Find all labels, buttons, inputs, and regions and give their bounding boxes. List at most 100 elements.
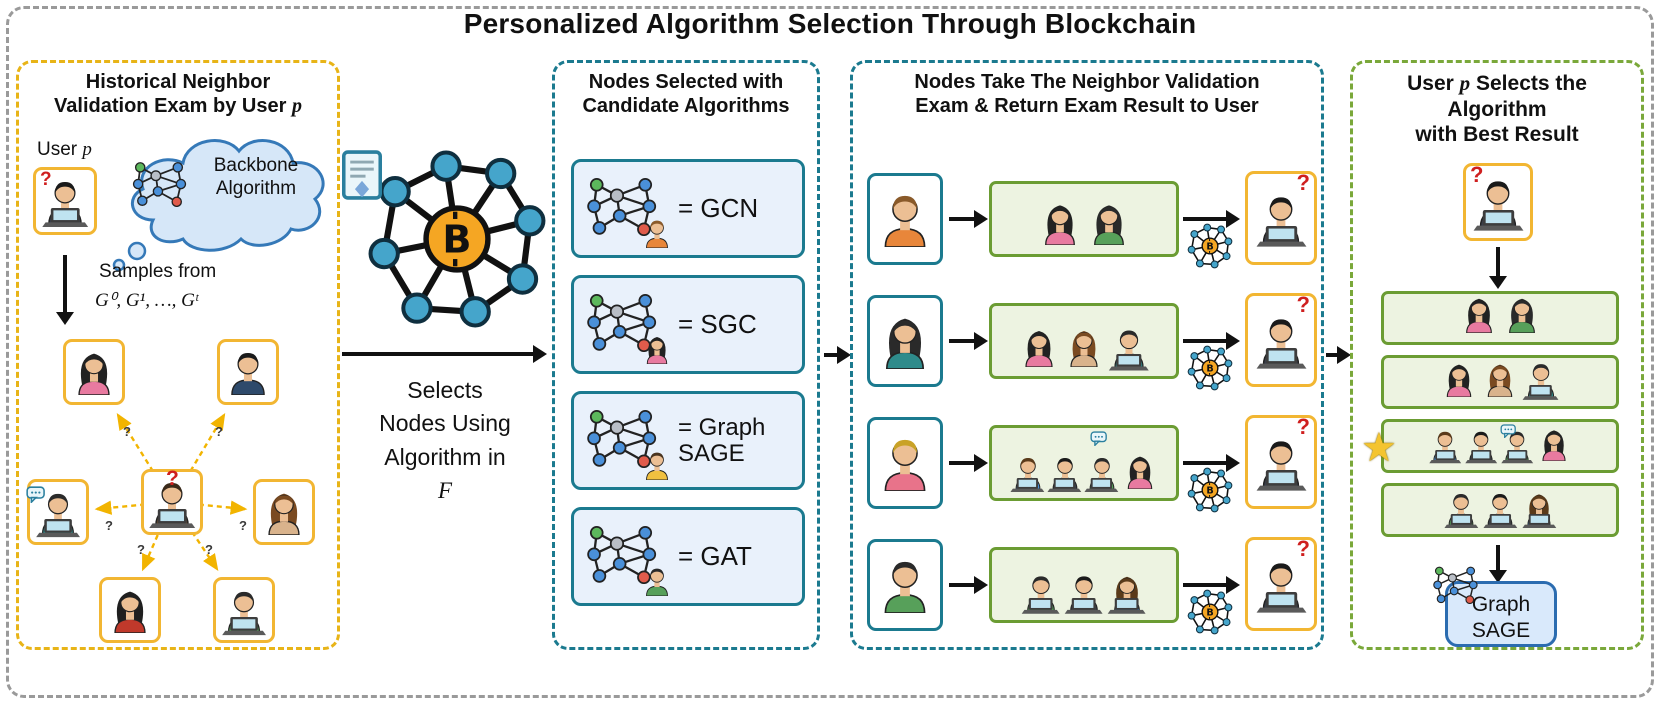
row-arrow-icon — [949, 583, 975, 587]
man-avatar-icon — [646, 451, 668, 480]
blockchain-connector: Selects Nodes Using Algorithm in F — [338, 130, 552, 550]
neighbor-box — [26, 479, 89, 545]
blockchain-small-icon — [1187, 345, 1233, 391]
woman-avatar-icon — [1446, 364, 1472, 397]
woman-avatar-icon — [1127, 456, 1152, 489]
result-user-box: ? — [1245, 293, 1317, 387]
panel4-title: User p Selects the Algorithm with Best R… — [1353, 63, 1641, 148]
laptop-icon — [1010, 477, 1045, 492]
person-laptop-icon — [1022, 573, 1060, 614]
selects-var-f: F — [437, 478, 453, 504]
person-laptop-icon — [1084, 455, 1119, 492]
algo-box-gcn: = GCN — [571, 159, 805, 258]
algo-label-gat: = GAT — [678, 540, 752, 571]
neighbor-box — [217, 339, 279, 405]
speech-bubble-icon — [26, 486, 45, 503]
chosen-algorithm-box: Graph SAGE — [1433, 566, 1557, 647]
laptop-icon — [1256, 470, 1306, 491]
woman-avatar-icon — [1542, 429, 1566, 461]
laptop-icon — [1256, 226, 1306, 247]
node-avatar-box — [867, 173, 943, 265]
laptop-icon — [1522, 513, 1556, 528]
laptop-icon — [1256, 592, 1306, 613]
man-avatar-icon — [884, 561, 926, 613]
exam-row: ? — [853, 527, 1327, 643]
algo-box-graphsage: = Graph SAGE — [571, 391, 805, 490]
samples-label: Samples from — [99, 261, 217, 282]
blockchain-small-icon — [1187, 467, 1233, 513]
laptop-icon — [1465, 450, 1497, 464]
person-laptop-icon — [1465, 429, 1497, 464]
person-laptop-icon — [1256, 315, 1306, 369]
question-mark-icon: ? — [1296, 292, 1310, 317]
arrow-panel2-to-panel3 — [824, 353, 838, 357]
question-mark-icon: ? — [1296, 414, 1310, 439]
graph-icon — [1433, 566, 1478, 604]
result-user-box: ? — [1245, 415, 1317, 509]
user-label-text: User — [37, 139, 78, 160]
panel1-title: Historical Neighbor Validation Exam by U… — [19, 63, 337, 119]
woman-avatar-icon — [1487, 364, 1513, 397]
person-laptop-icon — [1256, 193, 1306, 247]
question-mark-icon: ? — [1296, 536, 1310, 561]
edge-question-icon: ? — [137, 542, 145, 557]
woman-avatar-icon — [646, 336, 668, 364]
exam-group-box — [989, 547, 1179, 623]
cloud-label: Backbone Algorithm — [189, 155, 323, 201]
laptop-icon — [1109, 353, 1149, 371]
row-arrow-icon — [1183, 339, 1227, 343]
person-laptop-icon — [222, 588, 266, 636]
neighbor-network: ? ? ? ? ? ? ? — [19, 331, 337, 647]
samples-formula: G⁰, G¹, …, Gᵗ — [95, 290, 199, 311]
selects-line3: Algorithm in — [384, 443, 506, 470]
algo-label-gcn: = GCN — [678, 192, 759, 223]
row-arrow-icon — [949, 461, 975, 465]
panel1-title-line1: Historical Neighbor — [85, 71, 271, 93]
arrow-panel3-to-panel4 — [1326, 353, 1338, 357]
panel4-title-line3: with Best Result — [1415, 123, 1579, 147]
algo-label-sgc: = SGC — [678, 308, 757, 339]
man-avatar-icon — [884, 439, 926, 491]
user-p-label: User p — [37, 139, 92, 161]
panel2-title-line2: Candidate Algorithms — [582, 95, 790, 118]
algo-label-graphsage: = Graph SAGE — [678, 414, 766, 467]
laptop-icon — [1429, 450, 1461, 464]
edge-question-icon: ? — [215, 424, 223, 439]
person-laptop-icon — [1256, 437, 1306, 491]
panel-candidate-algorithms: Nodes Selected with Candidate Algorithms… — [552, 60, 820, 650]
result-user-box: ? — [1245, 171, 1317, 265]
arrow-results-to-choice — [1496, 545, 1500, 571]
result-group-box — [1381, 355, 1619, 409]
man-avatar-icon — [646, 219, 668, 248]
result-user-box: ? — [1245, 537, 1317, 631]
question-mark-icon: ? — [1470, 162, 1484, 187]
blockchain-small-icon — [1187, 589, 1233, 635]
selects-line2: Nodes Using — [379, 410, 511, 437]
laptop-icon — [1473, 210, 1523, 231]
woman-avatar-icon — [78, 352, 110, 395]
row-arrow-icon — [949, 217, 975, 221]
panel1-title-line2: Validation Exam by User — [54, 95, 287, 118]
panel1-title-var-p: p — [291, 95, 302, 118]
laptop-icon — [36, 519, 80, 538]
person-laptop-icon — [1523, 361, 1559, 400]
question-mark-icon: ? — [40, 169, 52, 190]
panel4-title-var-p: p — [1459, 71, 1471, 95]
panel-select-best: User p Selects the Algorithm with Best R… — [1350, 60, 1644, 650]
laptop-icon — [1108, 598, 1146, 614]
woman-avatar-icon — [1070, 330, 1098, 367]
question-mark-icon: ? — [1296, 170, 1310, 195]
node-avatar-box — [867, 539, 943, 631]
algo-graph-cluster — [584, 404, 670, 480]
person-laptop-icon — [1108, 573, 1146, 614]
smart-contract-doc-icon — [342, 150, 382, 200]
row-arrow-icon — [1183, 583, 1227, 587]
result-group-box — [1381, 483, 1619, 537]
man-avatar-icon — [231, 352, 265, 395]
outer-frame — [6, 6, 1654, 698]
algo-box-sgc: = SGC — [571, 275, 805, 374]
laptop-icon — [1065, 598, 1103, 614]
selects-nodes-text: Selects Nodes Using Algorithm in F — [338, 374, 552, 507]
algo-graph-cluster — [584, 288, 670, 364]
person-laptop-icon — [1429, 429, 1461, 464]
